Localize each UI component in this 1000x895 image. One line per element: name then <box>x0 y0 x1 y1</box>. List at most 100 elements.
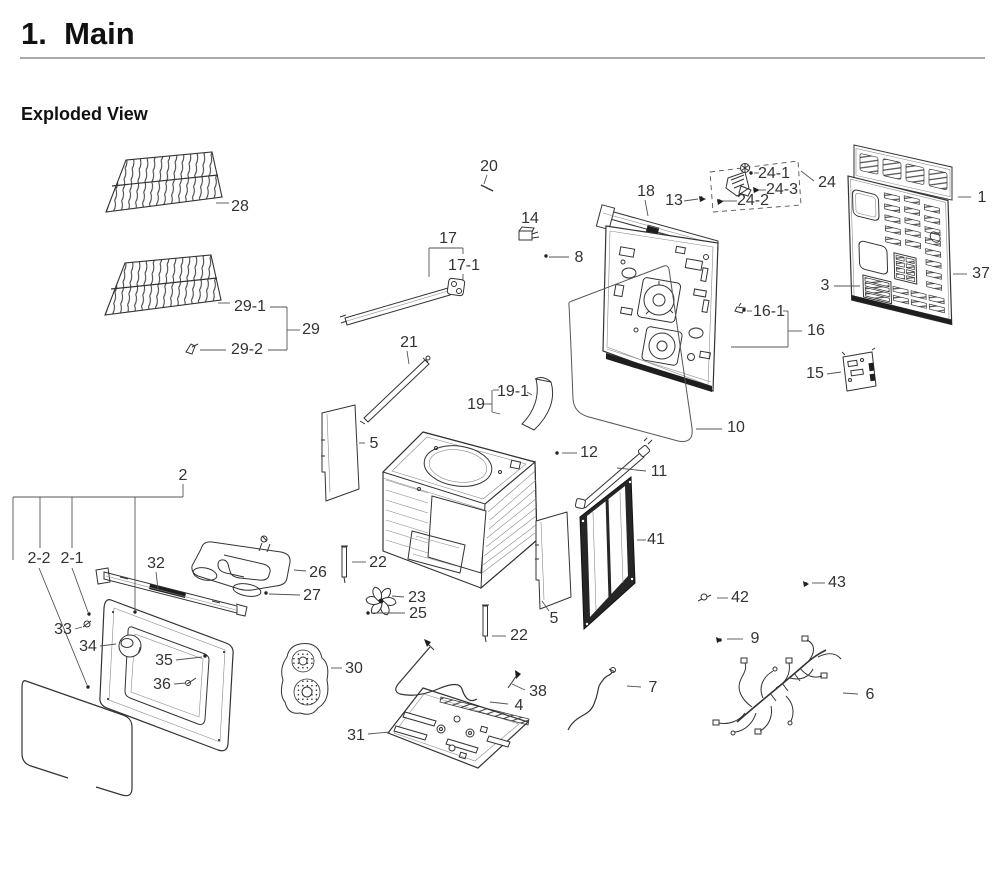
part-2-2-door-outer-glass <box>21 680 133 797</box>
callout-layer: 2829-12929-2201717-1148181324-124-324-22… <box>12 158 990 744</box>
leader-dot <box>87 612 91 616</box>
dashed-group-box <box>709 160 802 213</box>
leader-line <box>155 571 159 590</box>
part-number-label: 7 <box>649 679 658 696</box>
part-34-door-knob <box>118 634 142 658</box>
callout-31-52: 31 <box>347 727 391 744</box>
part-number-label: 14 <box>521 210 539 227</box>
part-32-vent-grille <box>95 567 248 617</box>
callout-24-1-11: 24-1 <box>749 165 790 182</box>
leader-dot <box>203 654 207 658</box>
leader-line <box>526 391 533 396</box>
part-number-label: 17-1 <box>448 257 480 274</box>
callout-2-1-30: 2-1 <box>60 550 91 616</box>
callout-10-21: 10 <box>696 419 745 436</box>
part-23-25-fan-blade <box>364 586 398 616</box>
callout-30-46: 30 <box>331 660 363 677</box>
callout-24-14: 24 <box>800 170 836 191</box>
part-30-convection-motor <box>280 643 329 715</box>
part-number-label: 35 <box>155 652 173 669</box>
leader-dot <box>804 582 808 586</box>
callout-29-1-1: 29-1 <box>218 298 287 315</box>
callout-38-48: 38 <box>511 683 547 700</box>
part-number-label: 18 <box>637 183 655 200</box>
part-33-screw <box>82 620 92 628</box>
rear-cover-main-panel <box>847 175 953 326</box>
leader-dot <box>749 171 753 175</box>
leader-line <box>683 198 699 202</box>
callout-16-1-18: 16-1 <box>742 303 785 320</box>
part-35-door-frame <box>99 599 234 752</box>
callout-2-28: 2 <box>12 467 188 614</box>
part-number-label: 2 <box>179 467 188 484</box>
leader-dot <box>133 610 137 614</box>
part-number-label: 22 <box>369 554 387 571</box>
part-number-label: 33 <box>54 621 72 638</box>
part-number-label: 24-1 <box>758 165 790 182</box>
callout-8-8: 8 <box>544 249 584 266</box>
leader-line <box>71 567 89 613</box>
part-7-sensor-wire <box>567 667 616 731</box>
leader-line <box>491 411 501 415</box>
callout-19-1-24: 19-1 <box>493 383 533 400</box>
part-number-label: 16-1 <box>753 303 785 320</box>
callout-16-19: 16 <box>731 310 825 348</box>
callout-37-16: 37 <box>953 265 990 282</box>
part-number-label: 19-1 <box>497 383 529 400</box>
part-number-label: 20 <box>480 158 498 175</box>
title-rule <box>20 57 985 59</box>
part-29-oven-rack <box>104 254 222 355</box>
part-number-label: 22 <box>510 627 528 644</box>
page-title: 1. Main <box>21 16 135 51</box>
leader-dot <box>366 611 370 615</box>
part-24-bracket-kit <box>709 160 802 213</box>
leader-dot <box>753 188 757 192</box>
part-16-1-clip <box>734 302 746 314</box>
part-1-37-rear-cover <box>847 144 953 326</box>
part-number-label: 13 <box>665 192 683 209</box>
callout-20-4: 20 <box>480 158 498 185</box>
callout-32-31: 32 <box>147 555 165 590</box>
callout-41-37: 41 <box>637 531 665 548</box>
part-number-label: 24-2 <box>737 192 769 209</box>
leader-dot <box>264 591 268 595</box>
callout-25-36: 25 <box>366 605 427 622</box>
callout-22-47: 22 <box>492 627 528 644</box>
part-15-control-board <box>841 347 877 392</box>
part-number-label: 32 <box>147 555 165 572</box>
leader-line <box>626 685 642 688</box>
part-number-label: 27 <box>303 587 321 604</box>
part-number-label: 41 <box>647 531 665 548</box>
leader-line <box>483 174 488 185</box>
part-number-label: 29-1 <box>234 298 266 315</box>
callout-15-20: 15 <box>806 365 842 382</box>
part-42-screw <box>697 593 712 602</box>
part-number-label: 28 <box>231 198 249 215</box>
leader-dot <box>544 254 548 258</box>
leader-line <box>74 626 83 630</box>
leader-line <box>391 595 405 598</box>
leader-line <box>644 199 649 217</box>
part-26-27-bake-element <box>191 535 291 597</box>
callout-29-2-3: 29-2 <box>200 341 287 358</box>
part-6-wire-harness <box>712 635 842 736</box>
callout-43-40: 43 <box>804 574 846 591</box>
part-number-label: 3 <box>821 277 830 294</box>
part-number-label: 2-1 <box>60 550 83 567</box>
callout-2-2-29: 2-2 <box>27 550 90 689</box>
part-number-label: 5 <box>370 435 379 452</box>
part-number-label: 12 <box>580 444 598 461</box>
callout-4-49: 4 <box>489 697 524 714</box>
part-number-label: 16 <box>807 322 825 339</box>
part-41-door-glass-pack <box>579 476 636 631</box>
leader-dot <box>742 308 746 312</box>
callout-7-50: 7 <box>626 679 658 696</box>
part-number-label: 5 <box>550 610 559 627</box>
part-number-label: 42 <box>731 589 749 606</box>
part-21-side-rail <box>359 355 431 425</box>
part-number-label: 26 <box>309 564 327 581</box>
part-number-label: 2-2 <box>27 550 50 567</box>
callout-28-0: 28 <box>216 198 249 215</box>
part-10-back-glass <box>568 265 693 442</box>
callout-34-43: 34 <box>79 638 117 655</box>
